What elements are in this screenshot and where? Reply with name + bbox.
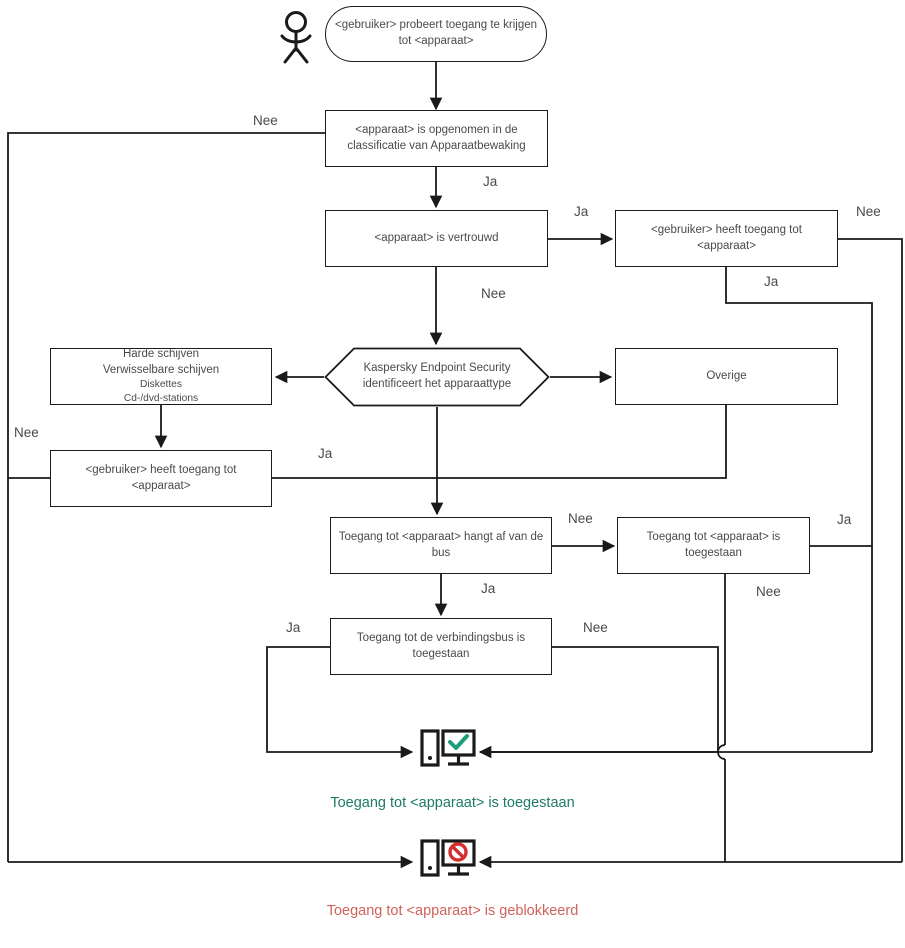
edge-label-bus-allowed-no: Nee	[583, 620, 608, 635]
caption-access-blocked: Toegang tot <apparaat> is geblokkeerd	[326, 903, 579, 919]
edge-label-classified-no: Nee	[253, 113, 278, 128]
drive-list-line-0: Harde schijven	[122, 348, 200, 361]
node-identify-device-type[interactable]: Kaspersky Endpoint Security identificeer…	[324, 347, 550, 407]
node-other-text: Overige	[706, 369, 747, 382]
node-drive-list[interactable]: Harde schijven Verwisselbare schijven Di…	[50, 348, 272, 405]
node-trusted[interactable]: <apparaat> is vertrouwd	[325, 210, 548, 267]
node-access-allowed[interactable]: Toegang tot <apparaat> is toegestaan	[617, 517, 810, 574]
node-depends-on-bus-text: Toegang tot <apparaat> hangt af van de b…	[338, 530, 544, 559]
monitor-blocked-icon	[420, 837, 476, 889]
user-actor-icon	[274, 10, 318, 66]
hexagon-shape	[324, 347, 550, 407]
node-user-access-device-2-text: <gebruiker> heeft toegang tot <apparaat>	[85, 463, 237, 492]
edge-label-bus-depends-no: Nee	[568, 511, 593, 526]
node-identify-device-type-text: Kaspersky Endpoint Security identificeer…	[362, 362, 512, 390]
monitor-check-icon	[420, 727, 476, 779]
edge-label-trusted-no: Nee	[481, 286, 506, 301]
node-user-access-device[interactable]: <gebruiker> heeft toegang tot <apparaat>	[615, 210, 838, 267]
node-classified-text: <apparaat> is opgenomen in de classifica…	[347, 123, 526, 152]
edge-label-drive-user-access-no: Nee	[14, 425, 39, 440]
node-access-allowed-text: Toegang tot <apparaat> is toegestaan	[646, 530, 781, 559]
node-user-access-device-2[interactable]: <gebruiker> heeft toegang tot <apparaat>	[50, 450, 272, 507]
node-start-text: <gebruiker> probeert toegang te krijgen …	[334, 19, 538, 47]
edge-label-bus-depends-yes: Ja	[481, 581, 496, 596]
drive-list-line-1: Verwisselbare schijven	[102, 363, 220, 376]
drive-list-line-3: Cd-/dvd-stations	[123, 393, 199, 405]
node-trusted-text: <apparaat> is vertrouwd	[374, 231, 499, 244]
node-depends-on-bus[interactable]: Toegang tot <apparaat> hangt af van de b…	[330, 517, 552, 574]
edge-label-access-allowed-no: Nee	[756, 584, 781, 599]
node-start[interactable]: <gebruiker> probeert toegang te krijgen …	[325, 6, 547, 62]
edge-label-user-access-yes: Ja	[764, 274, 779, 289]
node-other[interactable]: Overige	[615, 348, 838, 405]
edge-label-trusted-yes: Ja	[574, 204, 589, 219]
edge-label-classified-yes: Ja	[483, 174, 498, 189]
node-bus-allowed[interactable]: Toegang tot de verbindingsbus is toegest…	[330, 618, 552, 675]
node-classified[interactable]: <apparaat> is opgenomen in de classifica…	[325, 110, 548, 167]
drive-list-line-2: Diskettes	[140, 379, 182, 391]
edge-label-drive-user-access-yes: Ja	[318, 446, 333, 461]
node-user-access-device-text: <gebruiker> heeft toegang tot <apparaat>	[651, 223, 802, 252]
edge-label-user-access-no: Nee	[856, 204, 881, 219]
caption-access-allowed: Toegang tot <apparaat> is toegestaan	[330, 795, 575, 811]
edge-label-bus-allowed-yes: Ja	[286, 620, 301, 635]
node-bus-allowed-text: Toegang tot de verbindingsbus is toegest…	[356, 631, 526, 660]
edge-label-access-allowed-yes: Ja	[837, 512, 852, 527]
